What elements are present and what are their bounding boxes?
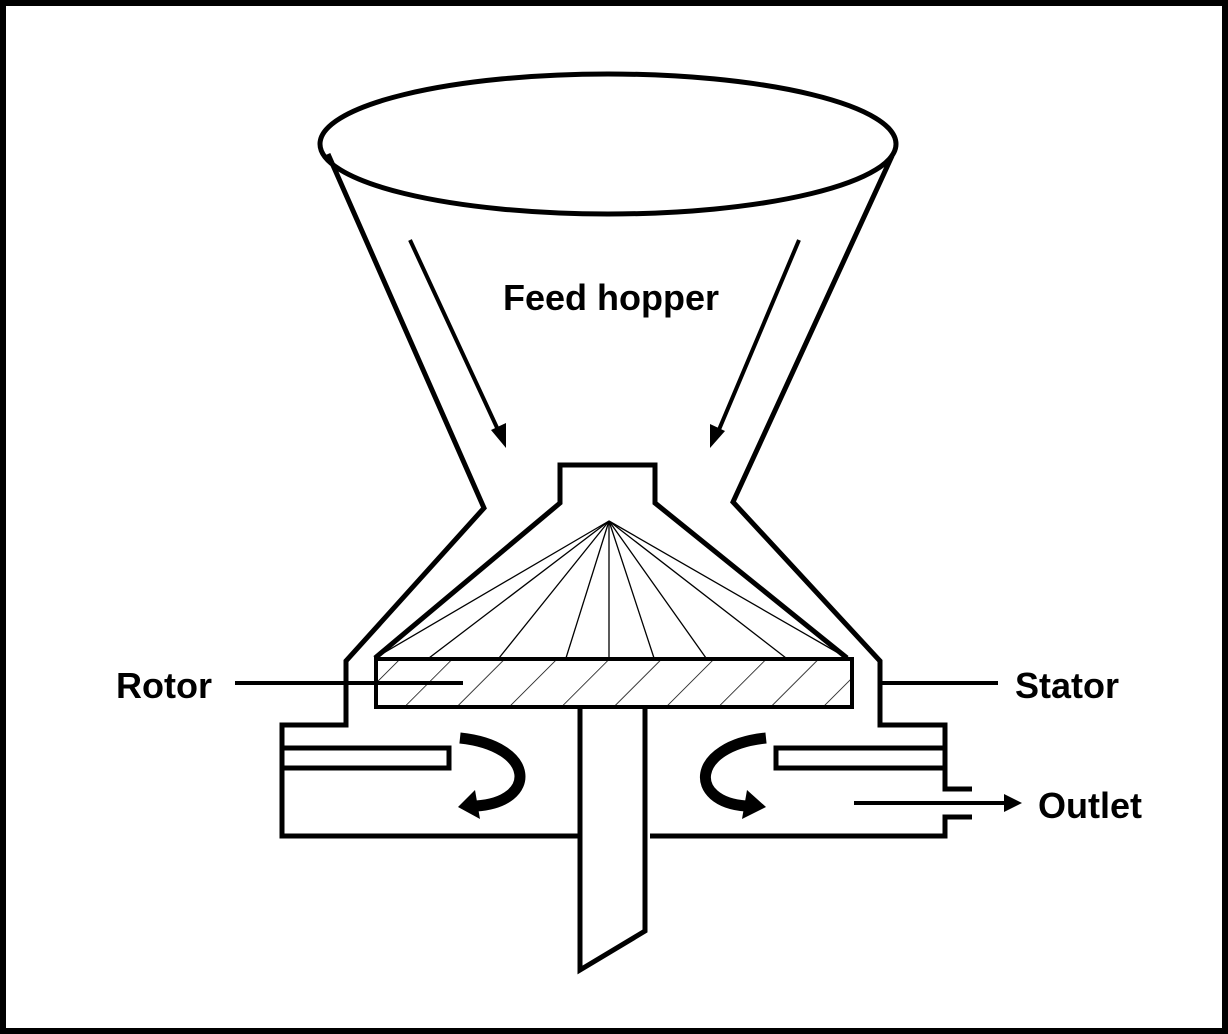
curved-arrow-left-head: [458, 790, 480, 819]
stator-plate-right: [773, 745, 945, 771]
hopper-rim: [317, 71, 899, 217]
rotor-label: Rotor: [116, 665, 212, 706]
hopper-left-wall: [279, 152, 580, 839]
rotor-cone: [373, 462, 849, 660]
rotor-shaft: [577, 707, 648, 975]
gap-flow-arrows: [458, 732, 767, 819]
rotor-cone-lines: [374, 520, 848, 659]
hopper-right-wall: [730, 154, 972, 792]
feed-arrow-right: [716, 239, 801, 433]
curved-arrow-right: [700, 732, 767, 812]
feed-arrow-right-head: [710, 424, 725, 448]
stator-label: Stator: [1015, 665, 1119, 706]
feed-arrow-left-head: [491, 423, 506, 448]
stator-plate-left: [282, 745, 452, 771]
feed-flow-arrows: [408, 239, 801, 448]
feed-arrow-left: [408, 239, 501, 433]
rotor-cone-outline: [373, 462, 849, 660]
feed-hopper-label: Feed hopper: [503, 277, 719, 318]
outlet-label: Outlet: [1038, 785, 1142, 826]
outlet-arrow: [854, 794, 1022, 812]
casing-bottom-right: [650, 814, 972, 839]
stator-plates: [282, 745, 945, 771]
curved-arrow-right-head: [742, 790, 766, 819]
feed-hopper: [279, 71, 972, 839]
colloid-mill-diagram: Feed hopper Rotor Stator Outlet: [116, 71, 1142, 975]
curved-arrow-left: [459, 732, 526, 812]
